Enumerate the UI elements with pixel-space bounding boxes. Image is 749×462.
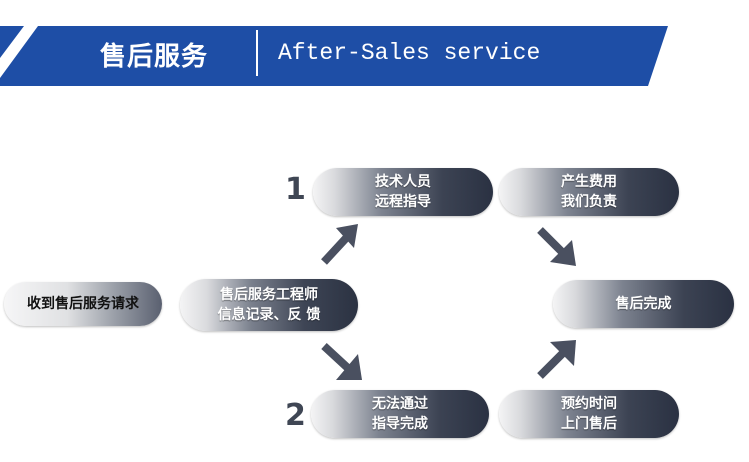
path-1-step-2-line1: 产生费用 bbox=[561, 174, 617, 190]
start-node-label: 收到售后服务请求 bbox=[27, 296, 139, 312]
arrow-down-right-lower-icon bbox=[321, 343, 362, 380]
title-divider bbox=[256, 30, 258, 76]
page-title: 售后服务 bbox=[100, 42, 209, 72]
engineer-node: 售后服务工程师 信息记录、反 馈 bbox=[180, 279, 358, 331]
page-subtitle: After-Sales service bbox=[278, 40, 541, 66]
end-node: 售后完成 bbox=[553, 280, 734, 328]
header-banner: 售后服务 After-Sales service bbox=[0, 0, 749, 100]
path-1-step-2-line2: 我们负责 bbox=[561, 194, 617, 210]
arrow-up-right-icon bbox=[321, 224, 358, 265]
path-2-step-2-line2: 上门售后 bbox=[561, 416, 617, 432]
path-2-step-2: 预约时间 上门售后 bbox=[499, 390, 679, 438]
engineer-node-line1: 售后服务工程师 bbox=[220, 287, 318, 303]
path-1-step-1-line2: 远程指导 bbox=[375, 194, 431, 210]
engineer-node-line2: 信息记录、反 馈 bbox=[217, 307, 321, 323]
arrow-down-right-icon bbox=[537, 227, 576, 266]
path-2-step-2-line1: 预约时间 bbox=[561, 396, 617, 412]
path-2-step-1: 无法通过 指导完成 bbox=[311, 390, 489, 438]
path-1-step-2: 产生费用 我们负责 bbox=[499, 168, 679, 216]
path-2-number: 2 bbox=[285, 398, 306, 433]
start-node: 收到售后服务请求 bbox=[4, 282, 162, 326]
path-1-step-1: 技术人员 远程指导 bbox=[313, 168, 493, 216]
arrow-up-right-lower-icon bbox=[537, 340, 576, 379]
end-node-label: 售后完成 bbox=[615, 296, 672, 312]
path-1-number: 1 bbox=[285, 172, 306, 207]
path-2-step-1-line2: 指导完成 bbox=[372, 416, 428, 432]
path-2-step-1-line1: 无法通过 bbox=[372, 396, 428, 412]
path-1-step-1-line1: 技术人员 bbox=[375, 174, 431, 190]
